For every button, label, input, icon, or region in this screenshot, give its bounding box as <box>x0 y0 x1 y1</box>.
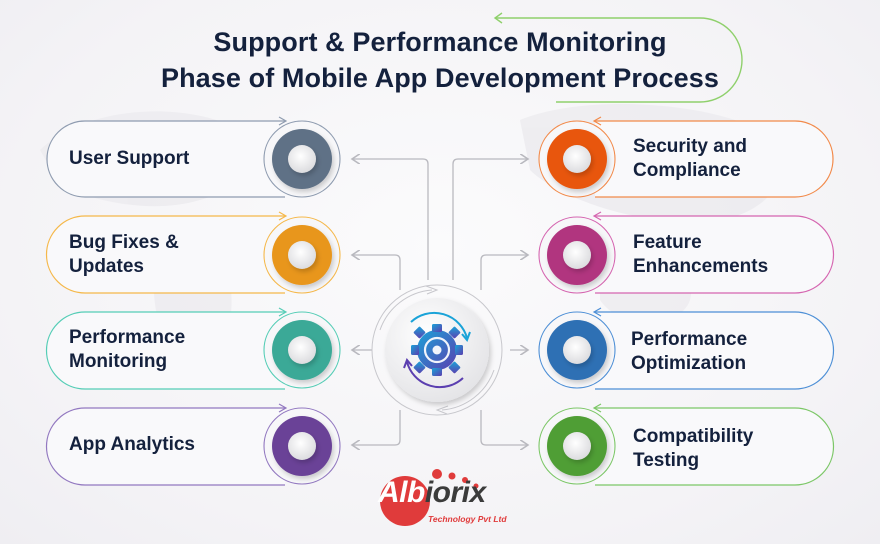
logo-mark <box>380 469 479 526</box>
item-label: Bug Fixes & <box>69 232 179 253</box>
item-label: Testing <box>633 450 700 471</box>
item-label: App Analytics <box>69 434 195 455</box>
item-label: Feature <box>633 232 702 253</box>
item-app-analytics: App Analytics <box>69 433 195 457</box>
item-label: Performance <box>631 329 748 350</box>
title-line-1: Support & Performance Monitoring <box>213 27 667 57</box>
item-label: Optimization <box>631 353 747 374</box>
item-security-compliance: Security and Compliance <box>633 135 747 183</box>
item-label: Compatibility <box>633 426 754 447</box>
item-bug-fixes-updates: Bug Fixes & Updates <box>69 231 179 279</box>
item-feature-enhancements: Feature Enhancements <box>633 231 768 279</box>
center-hub <box>371 284 503 416</box>
item-label: Security and <box>633 136 748 157</box>
right-donuts <box>538 120 616 485</box>
logo-prefix: Alb <box>378 476 425 509</box>
item-performance-monitoring: Performance Monitoring <box>69 326 185 374</box>
page-title: Support & Performance Monitoring Phase o… <box>0 24 880 96</box>
item-label: User Support <box>69 148 190 169</box>
item-label: Updates <box>69 256 144 277</box>
item-user-support: User Support <box>69 147 189 171</box>
logo-tagline: Technology Pvt Ltd <box>428 514 507 524</box>
company-logo: Albiorix Technology Pvt Ltd <box>378 470 508 530</box>
left-pill-shapes <box>45 116 288 486</box>
logo-wordmark: Albiorix <box>378 476 486 510</box>
item-label: Performance <box>69 327 186 348</box>
item-label: Monitoring <box>69 351 168 372</box>
right-pill-shapes <box>592 116 835 486</box>
logo-suffix: iorix <box>424 476 486 509</box>
gear-cycle-icon <box>403 311 471 389</box>
item-label: Enhancements <box>633 256 769 277</box>
item-performance-optimization: Performance Optimization <box>631 328 747 376</box>
item-compatibility-testing: Compatibility Testing <box>633 425 753 473</box>
item-label: Compliance <box>633 160 741 181</box>
title-line-2: Phase of Mobile App Development Process <box>160 63 720 93</box>
left-donuts <box>263 120 341 485</box>
